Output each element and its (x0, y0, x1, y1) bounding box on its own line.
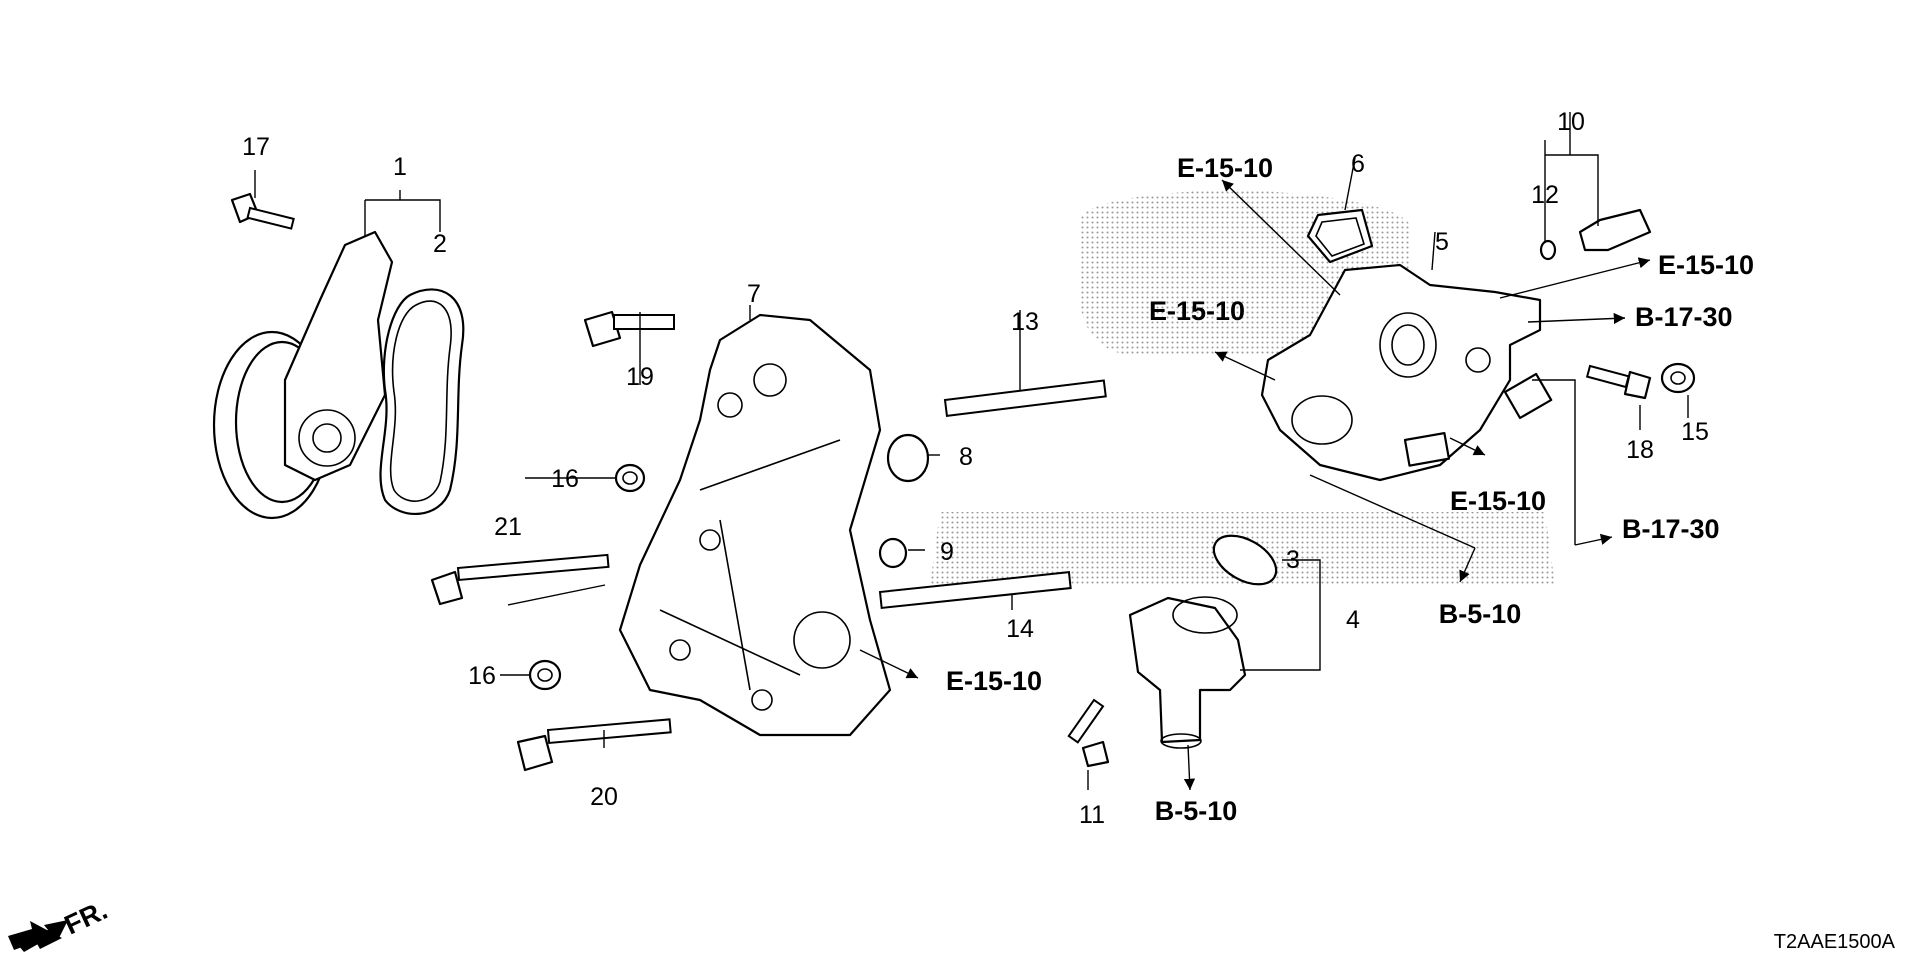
callout-21: 21 (494, 513, 522, 541)
callout-4: 4 (1346, 606, 1360, 634)
callout-5: 5 (1435, 228, 1449, 256)
gasket-6 (1306, 208, 1374, 264)
callout-8: 8 (959, 443, 973, 471)
callout-11: 11 (1079, 801, 1105, 829)
ref-e-15-10-mid: E-15-10 (1149, 296, 1245, 326)
mounting-bracket-7 (618, 313, 892, 737)
washer-12 (1539, 239, 1557, 261)
front-direction-marker: FR. (8, 895, 112, 952)
front-label: FR. (60, 895, 112, 941)
callout-13: 13 (1011, 308, 1039, 336)
nut-16-lower (528, 659, 562, 691)
callout-numbers: 1 2 3 4 5 6 7 8 9 10 11 12 13 14 15 16 1… (242, 108, 1709, 829)
bolt-18 (1585, 364, 1652, 400)
front-arrow-icon (8, 921, 62, 950)
ref-b-5-10-right: B-5-10 (1439, 599, 1522, 629)
callout-16-lower: 16 (468, 662, 496, 690)
callout-9: 9 (940, 538, 954, 566)
callout-6: 6 (1351, 150, 1365, 178)
leader-lines (254, 112, 1689, 790)
callout-14: 14 (1006, 615, 1034, 643)
callout-15: 15 (1681, 418, 1709, 446)
bolt-11 (1067, 698, 1110, 768)
callout-10: 10 (1557, 108, 1585, 136)
bolt-17 (230, 192, 295, 230)
callout-3: 3 (1286, 546, 1300, 574)
water-pump-assembly (212, 230, 465, 520)
thermostat-housing-4 (1128, 596, 1247, 749)
callout-1: 1 (393, 153, 407, 181)
ref-e-15-10-top: E-15-10 (1177, 153, 1273, 183)
callout-12: 12 (1531, 181, 1559, 209)
water-outlet-5 (1260, 263, 1553, 482)
callout-7: 7 (747, 280, 761, 308)
ref-e-15-10-right-top: E-15-10 (1658, 250, 1754, 280)
nut-15 (1660, 362, 1696, 394)
bolt-20 (516, 718, 672, 772)
o-ring-9 (878, 537, 908, 569)
callout-18: 18 (1626, 436, 1654, 464)
reference-arrows (859, 179, 1651, 791)
ref-e-15-10-right-mid: E-15-10 (1450, 486, 1546, 516)
stud-14 (878, 571, 1072, 610)
diagram-code: T2AAE1500A (1774, 931, 1896, 953)
ref-b-17-30-top: B-17-30 (1635, 302, 1733, 332)
ref-b-5-10-bottom: B-5-10 (1155, 796, 1238, 826)
ref-b-17-30-bottom: B-17-30 (1622, 514, 1720, 544)
o-ring-8 (886, 433, 930, 483)
callout-19: 19 (626, 363, 654, 391)
sensor-10 (1578, 208, 1652, 252)
seal-3 (1212, 534, 1278, 586)
ref-e-15-10-bottom: E-15-10 (946, 666, 1042, 696)
stud-13 (943, 379, 1107, 417)
callout-2: 2 (433, 230, 447, 258)
section-references: E-15-10 E-15-10 E-15-10 E-15-10 E-15-10 … (946, 153, 1754, 826)
callout-16-upper: 16 (551, 465, 579, 493)
callout-17: 17 (242, 133, 270, 161)
callout-20: 20 (590, 783, 618, 811)
nut-16-upper (614, 463, 646, 493)
long-bolt-21 (430, 553, 610, 606)
bolt-19 (583, 310, 675, 348)
